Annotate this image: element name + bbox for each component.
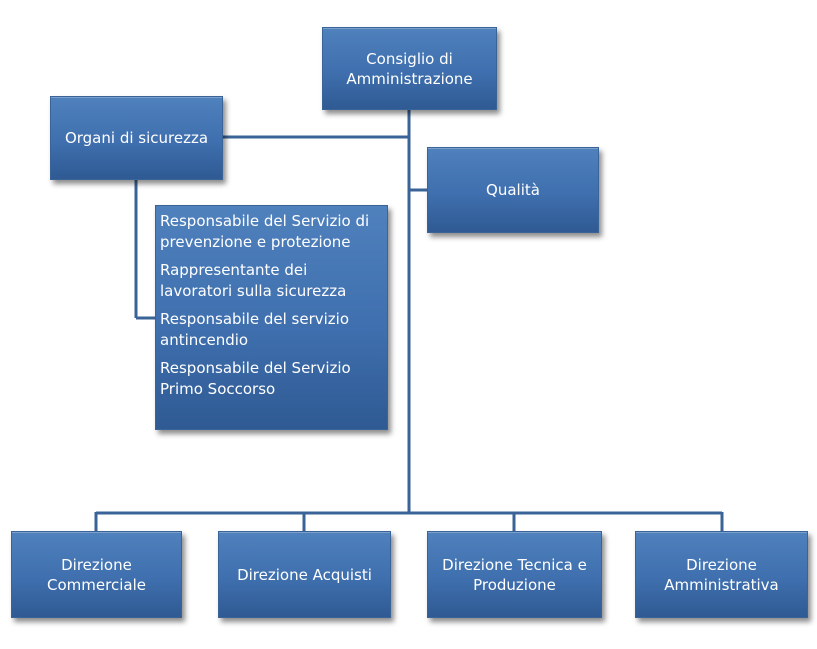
node-label: Organi di sicurezza xyxy=(64,129,209,147)
node-direzione-amministrativa[interactable]: Direzione Amministrativa xyxy=(635,531,808,618)
node-organi-sicurezza[interactable]: Organi di sicurezza xyxy=(50,96,223,180)
node-direzione-acquisti[interactable]: Direzione Acquisti xyxy=(218,531,391,618)
node-consiglio-amministrazione[interactable]: Consiglio di Amministrazione xyxy=(322,27,497,110)
list-item: Responsabile del Servizio di prevenzione… xyxy=(160,212,370,251)
list-item: Responsabile del servizio antincendio xyxy=(160,310,350,349)
list-item: Responsabile del Servizio Primo Soccorso xyxy=(160,359,351,398)
node-direzione-tecnica[interactable]: Direzione Tecnica e Produzione xyxy=(427,531,602,618)
node-label: Direzione Commerciale xyxy=(47,555,146,594)
node-label: Consiglio di Amministrazione xyxy=(346,49,473,88)
node-direzione-commerciale[interactable]: Direzione Commerciale xyxy=(11,531,182,618)
list-item: Rappresentante dei lavoratori sulla sicu… xyxy=(160,261,347,300)
sicurezza-roles-list: Responsabile del Servizio di prevenzione… xyxy=(155,205,388,430)
node-label: Direzione Amministrativa xyxy=(664,555,779,594)
node-label: Direzione Tecnica e Produzione xyxy=(442,555,587,594)
node-label: Direzione Acquisti xyxy=(237,565,372,584)
node-label: Qualità xyxy=(486,181,540,199)
node-qualita[interactable]: Qualità xyxy=(427,147,599,233)
